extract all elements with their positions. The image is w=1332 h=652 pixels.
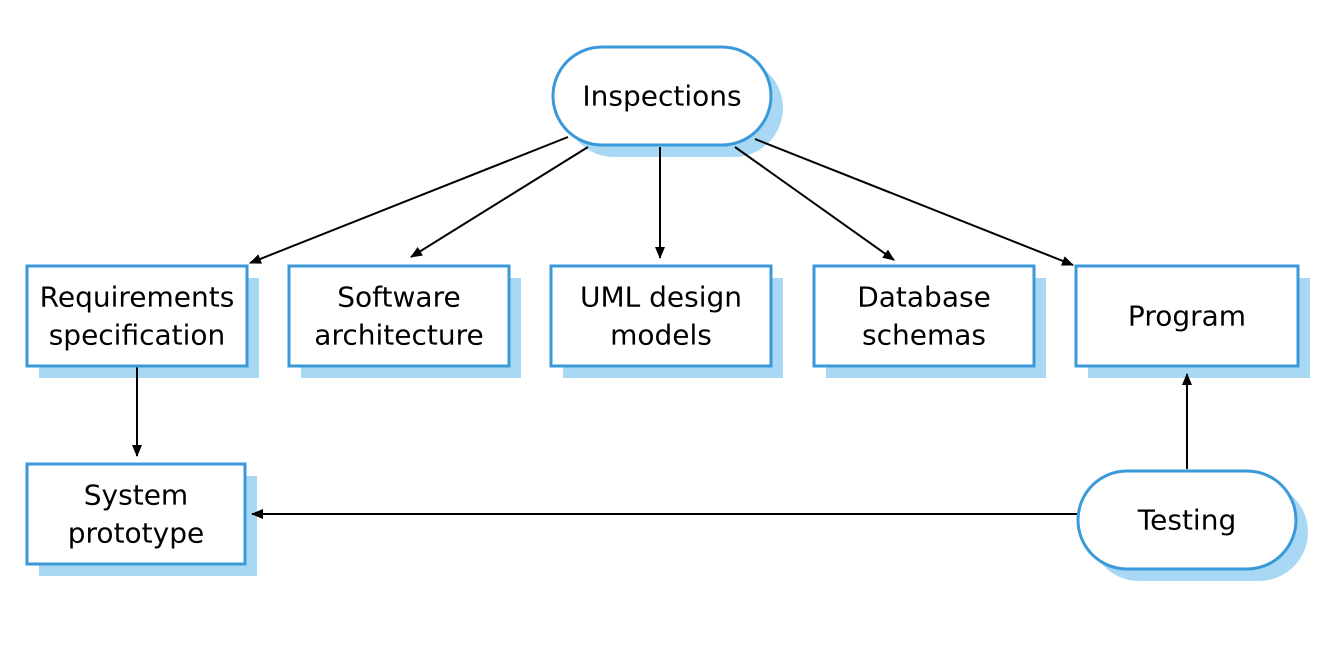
edge-layer bbox=[132, 136, 1192, 519]
node-architecture: Software architecture bbox=[287, 264, 511, 368]
node-uml-label-line-0: UML design bbox=[580, 281, 742, 314]
node-testing-box bbox=[1076, 469, 1298, 571]
node-requirements: Requirements specification bbox=[25, 264, 249, 368]
node-prototype: System prototype bbox=[25, 462, 247, 566]
node-testing-label-line-0: Testing bbox=[1137, 504, 1236, 537]
node-inspections-label-line-0: Inspections bbox=[582, 80, 741, 113]
node-uml-box bbox=[549, 264, 773, 368]
node-inspections: Inspections bbox=[551, 45, 773, 147]
node-testing: Testing bbox=[1076, 469, 1298, 571]
node-program-label-line-0: Program bbox=[1128, 300, 1246, 333]
node-uml-label-line-1: models bbox=[610, 319, 712, 352]
node-architecture-label-line-0: Software bbox=[337, 281, 460, 314]
arrow-inspections-to-database bbox=[734, 146, 895, 261]
node-inspections-box bbox=[551, 45, 773, 147]
node-database-box bbox=[812, 264, 1036, 368]
node-prototype-label-line-0: System bbox=[84, 479, 188, 512]
node-prototype-label-line-1: prototype bbox=[68, 517, 204, 550]
node-database-label-line-1: schemas bbox=[862, 319, 986, 352]
node-uml: UML design models bbox=[549, 264, 773, 368]
node-database-label-line-0: Database bbox=[857, 281, 991, 314]
node-architecture-box bbox=[287, 264, 511, 368]
node-program: Program bbox=[1074, 264, 1300, 368]
arrow-inspections-to-requirements bbox=[249, 136, 569, 264]
node-requirements-box bbox=[25, 264, 249, 368]
arrow-inspections-to-architecture bbox=[410, 146, 589, 258]
node-requirements-label-line-0: Requirements bbox=[40, 281, 235, 314]
arrow-inspections-to-program bbox=[754, 138, 1074, 266]
node-prototype-box bbox=[25, 462, 247, 566]
node-program-box bbox=[1074, 264, 1300, 368]
node-requirements-label-line-1: specification bbox=[49, 319, 226, 352]
node-database: Database schemas bbox=[812, 264, 1036, 368]
node-architecture-label-line-1: architecture bbox=[314, 319, 483, 352]
